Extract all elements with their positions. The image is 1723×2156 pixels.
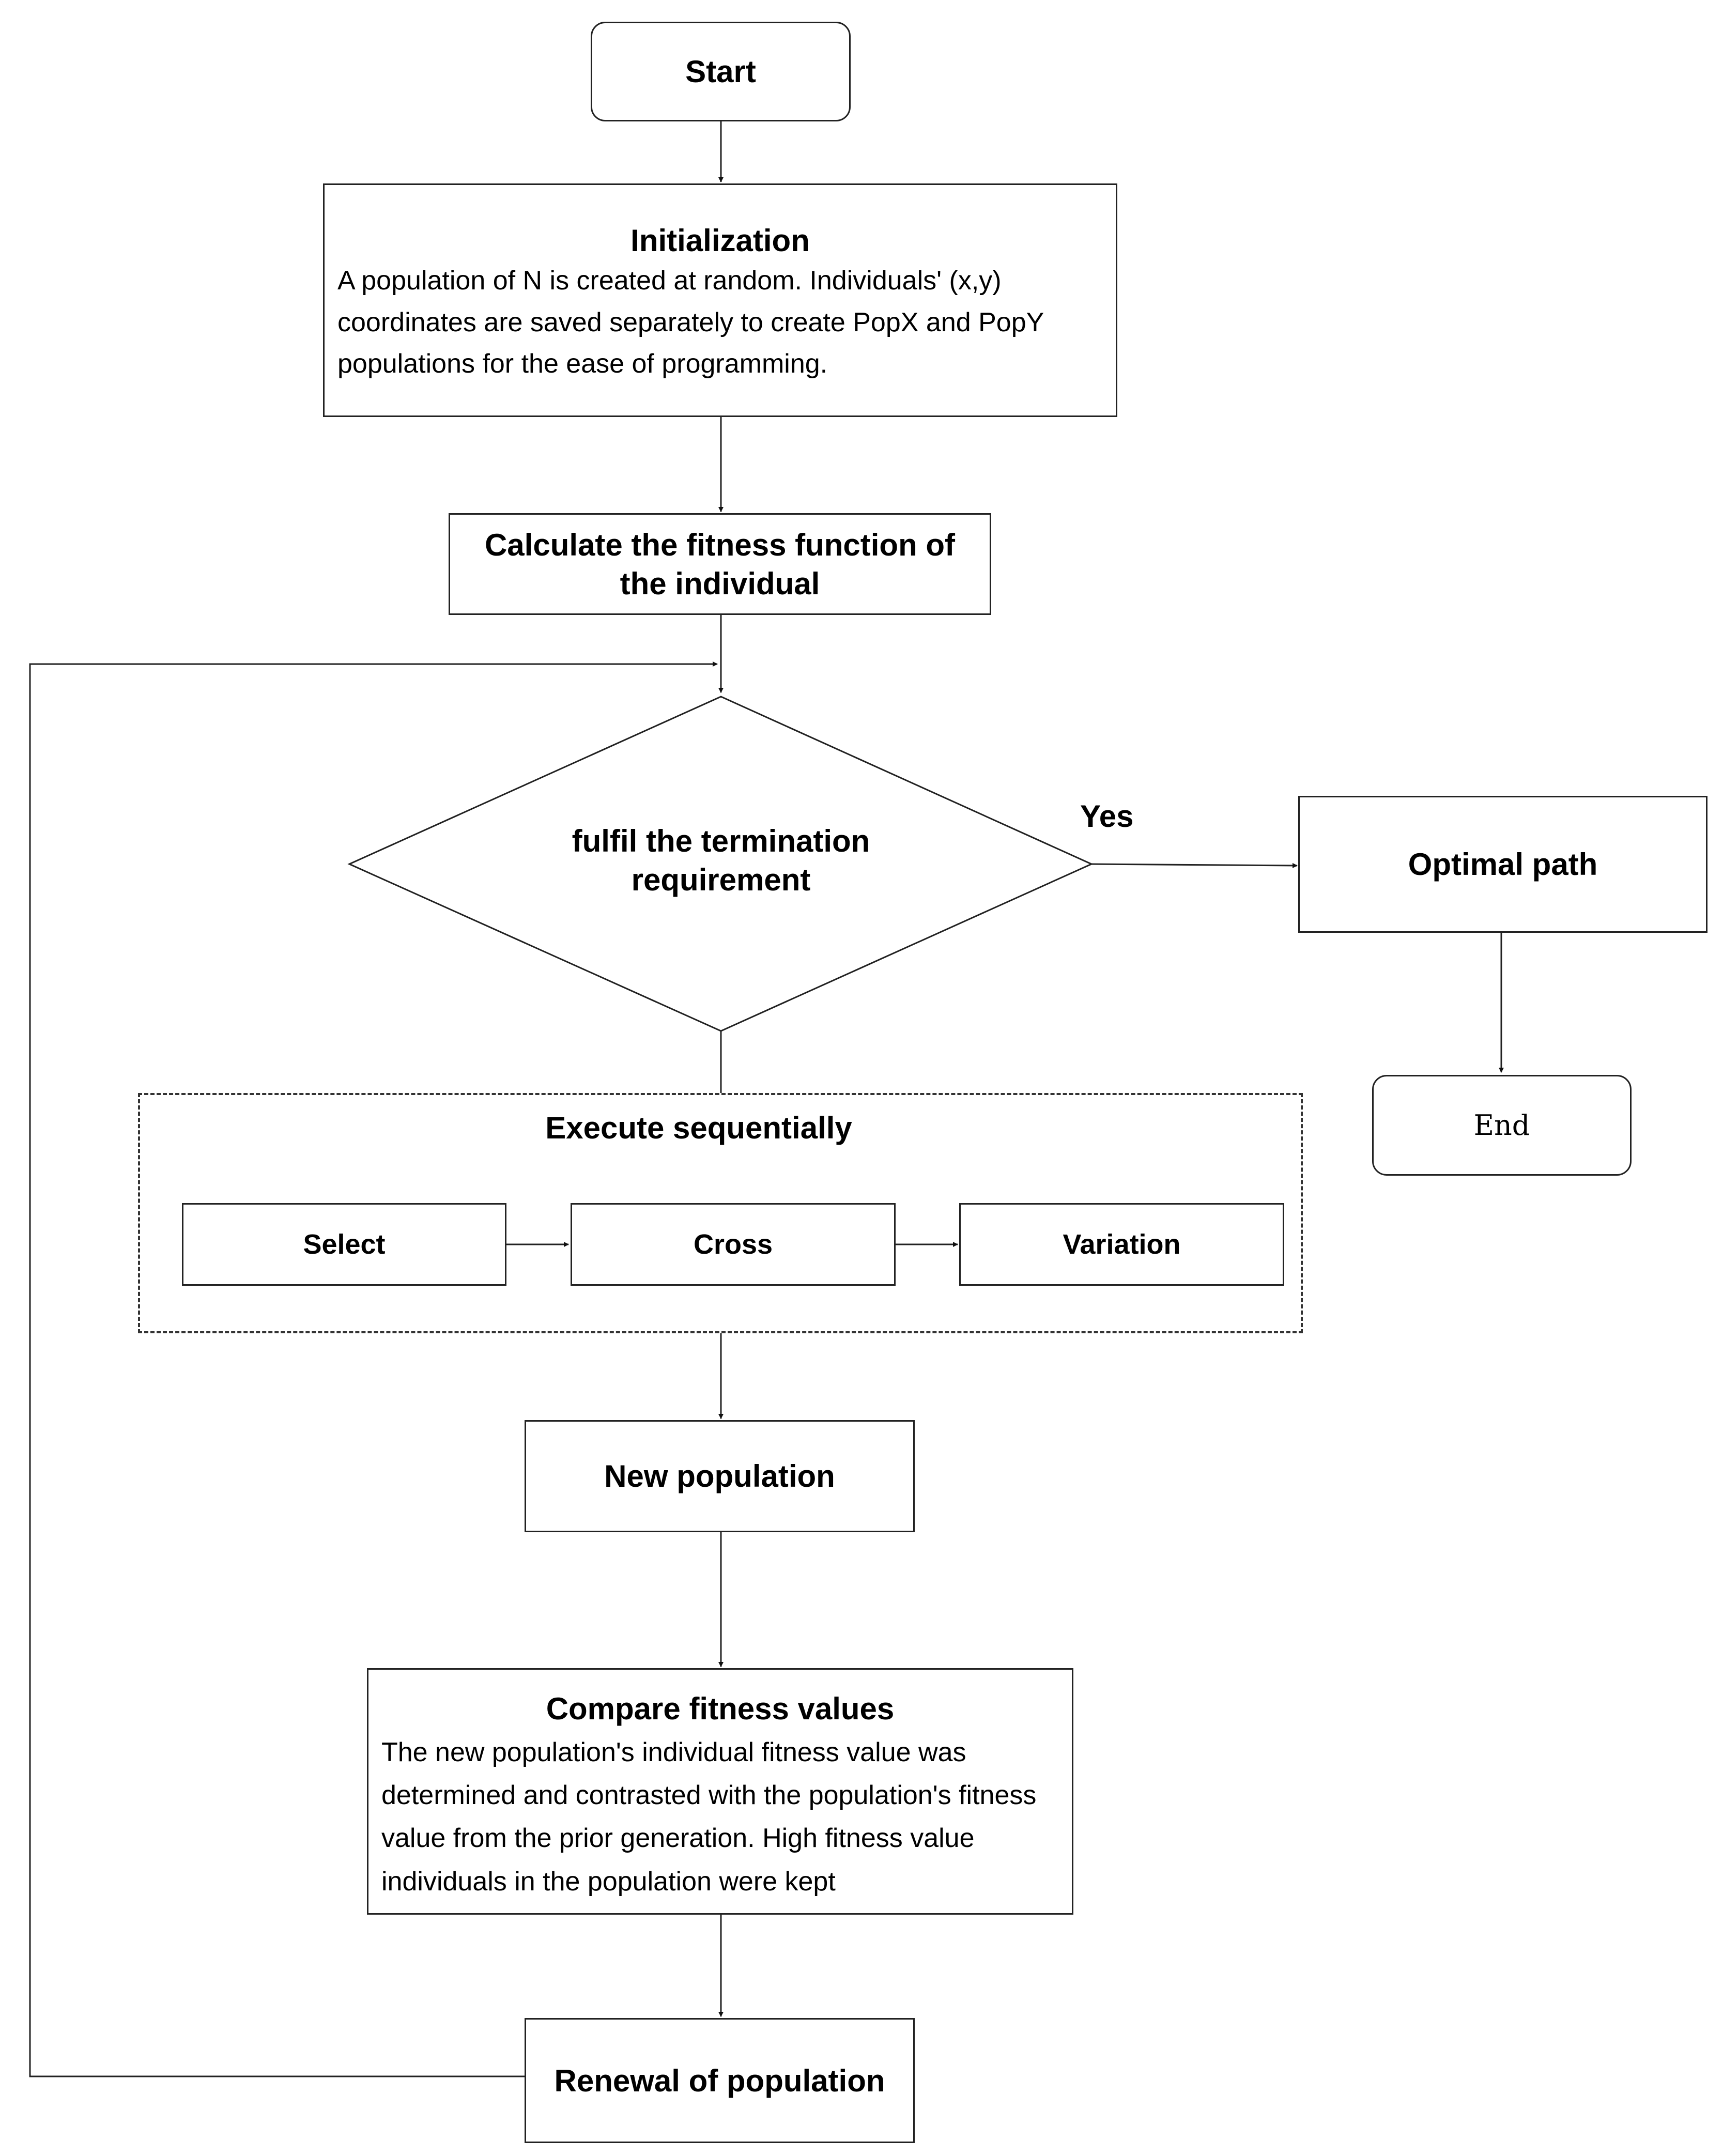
new-population-label: New population [604,1459,835,1493]
fitness-box: Calculate the fitness function of the in… [449,513,991,615]
decision-diamond [347,696,1094,1032]
cross-label: Cross [693,1229,773,1260]
variation-box: Variation [959,1203,1284,1286]
compare-body: The new population's individual fitness … [381,1737,1037,1897]
decision-label: fulfil the termination requirement [572,824,870,897]
arrow-yes [1090,863,1298,868]
compare-box: Compare fitness values The new populatio… [367,1668,1073,1915]
group-title: Execute sequentially [545,1111,852,1145]
execute-sequentially-group [138,1093,1303,1333]
start-label: Start [685,54,756,89]
initialization-title: Initialization [630,223,810,258]
initialization-body: A population of N is created at random. … [337,266,1044,379]
end-label: End [1473,1109,1530,1142]
loop-back-arrow [29,661,718,2077]
variation-label: Variation [1063,1229,1181,1260]
optimal-path-box: Optimal path [1298,796,1707,933]
start-node: Start [591,22,851,121]
renewal-label: Renewal of population [554,2063,885,2098]
select-box: Select [182,1203,506,1286]
end-node: End [1372,1075,1632,1176]
yes-label: Yes [1080,799,1134,834]
initialization-box: Initialization A population of N is crea… [323,183,1117,417]
compare-title: Compare fitness values [546,1691,895,1726]
optimal-path-label: Optimal path [1408,847,1598,882]
fitness-label: Calculate the fitness function of the in… [484,527,956,601]
new-population-box: New population [525,1420,915,1532]
select-label: Select [303,1229,386,1260]
cross-box: Cross [571,1203,896,1286]
renewal-box: Renewal of population [525,2018,915,2143]
